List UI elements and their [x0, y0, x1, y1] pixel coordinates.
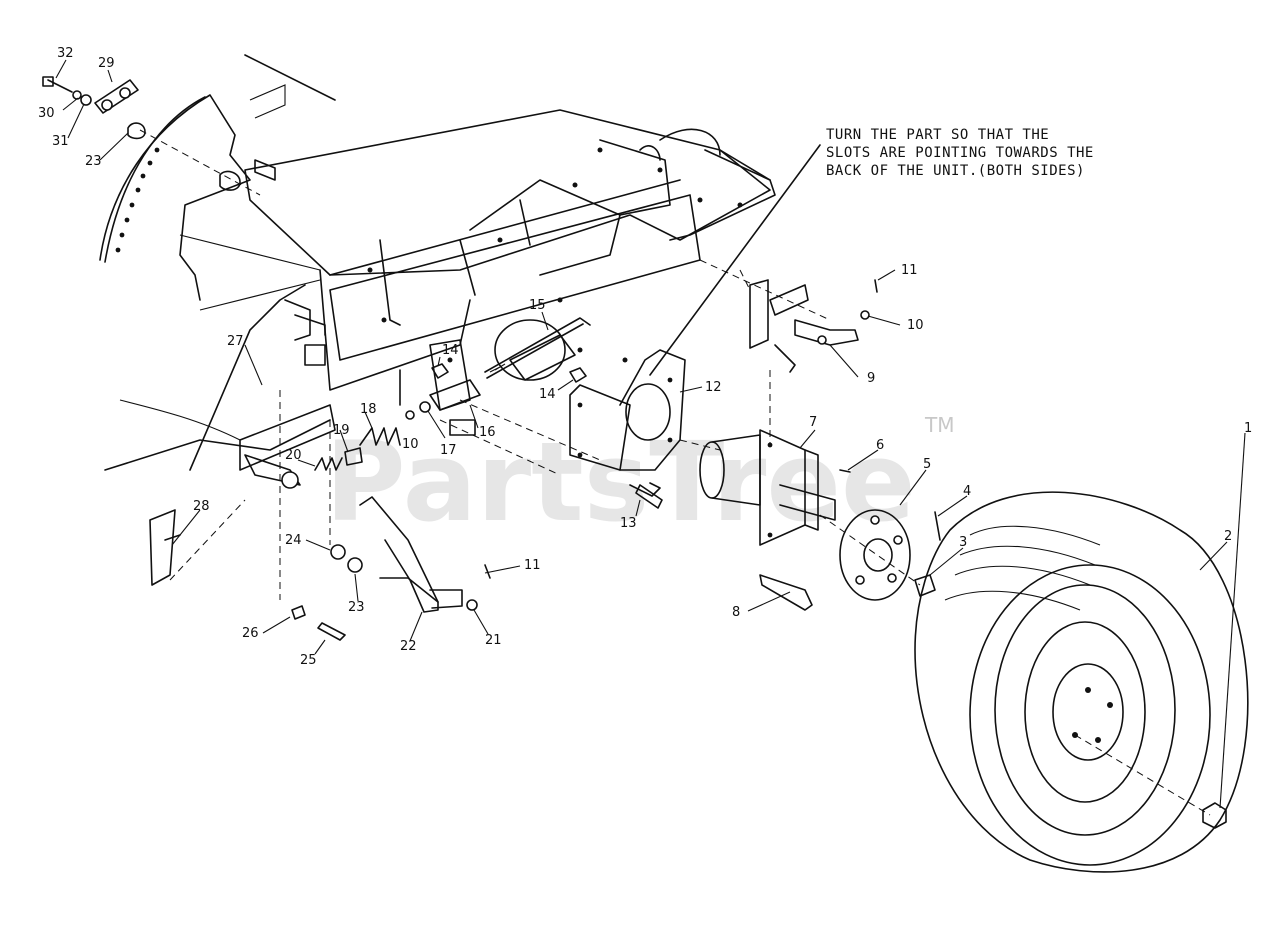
callout-24: 24	[285, 533, 302, 548]
hub-5	[839, 509, 911, 601]
block-16	[429, 379, 481, 411]
bushing-23-top	[127, 122, 146, 140]
callout-23-top: 23	[85, 154, 102, 169]
callout-20: 20	[285, 448, 302, 463]
nut-30	[72, 90, 82, 100]
bolt-13	[629, 482, 661, 497]
callout-labels: 1 2 3 4 5 6 7 8 9 10 10 11 11 12 13 14 1…	[38, 46, 1252, 668]
callout-11-lower: 11	[524, 558, 541, 573]
callout-10-right: 10	[907, 318, 924, 333]
main-frame	[104, 109, 776, 471]
watermark-text: PartsTree	[325, 418, 916, 546]
cotter-pin-11-upper	[874, 279, 878, 293]
callout-28: 28	[193, 499, 210, 514]
callout-19: 19	[333, 423, 350, 438]
callout-7: 7	[809, 415, 817, 430]
callout-leaders	[55, 59, 1246, 809]
callout-11-upper: 11	[901, 263, 918, 278]
callout-8: 8	[732, 605, 740, 620]
bolt-13-head	[635, 484, 663, 509]
callout-17: 17	[440, 443, 457, 458]
cotter-pin-11-lower	[484, 564, 491, 579]
bushing-24	[330, 544, 346, 560]
callout-5: 5	[923, 457, 931, 472]
callout-23-lower: 23	[348, 600, 365, 615]
installation-note: TURN THE PART SO THAT THE SLOTS ARE POIN…	[826, 127, 1094, 179]
callout-15: 15	[529, 298, 546, 313]
callout-27: 27	[227, 334, 244, 349]
pedal-28	[149, 509, 181, 586]
note-line-3: BACK OF THE UNIT.(BOTH SIDES)	[826, 163, 1085, 179]
note-leader	[649, 144, 821, 376]
callout-26: 26	[242, 626, 259, 641]
bolt-8	[759, 574, 813, 611]
washer-10-right	[860, 310, 870, 320]
callout-2: 2	[1224, 529, 1232, 544]
bushing-upper	[219, 170, 241, 191]
bolt-25	[317, 622, 346, 641]
nut-26	[291, 605, 306, 620]
callout-6: 6	[876, 438, 884, 453]
callout-30: 30	[38, 106, 55, 121]
mount-plate-12	[569, 349, 686, 471]
spring-20	[314, 457, 343, 471]
callout-9: 9	[867, 371, 875, 386]
rod-15	[484, 317, 591, 379]
pin-upper	[254, 159, 276, 181]
washer-21	[466, 599, 478, 611]
tire-2	[914, 491, 1249, 873]
nut-3	[914, 574, 936, 597]
callout-14-left: 14	[442, 343, 459, 358]
pivot-shaft-20	[244, 454, 301, 489]
callout-25: 25	[300, 653, 317, 668]
callout-31: 31	[52, 134, 69, 149]
nut-17	[419, 401, 431, 413]
callout-10-left: 10	[402, 437, 419, 452]
pin-4	[934, 511, 941, 541]
bolt-32	[42, 76, 73, 93]
callout-16: 16	[479, 425, 496, 440]
callout-21: 21	[485, 633, 502, 648]
callout-18: 18	[360, 402, 377, 417]
key-6	[839, 469, 851, 473]
washer-10-left	[405, 410, 415, 420]
rear-fender-plate	[99, 54, 336, 301]
washer-31	[80, 94, 92, 106]
nut-14-right	[569, 367, 587, 383]
callout-3: 3	[959, 535, 967, 550]
callout-4: 4	[963, 484, 971, 499]
lug-nut-1	[1202, 802, 1227, 829]
note-line-1: TURN THE PART SO THAT THE	[826, 127, 1049, 143]
alignment-lines	[139, 129, 1211, 816]
callout-29: 29	[98, 56, 115, 71]
watermark-tm: TM	[924, 413, 954, 437]
pedal-arm-22	[359, 496, 463, 613]
callout-1: 1	[1244, 421, 1252, 436]
callout-32: 32	[57, 46, 74, 61]
note-line-2: SLOTS ARE POINTING TOWARDS THE	[826, 145, 1094, 161]
bushing-23	[347, 557, 363, 573]
callout-14-right: 14	[539, 387, 556, 402]
callout-12: 12	[705, 380, 722, 395]
callout-13: 13	[620, 516, 637, 531]
brake-bracket-9	[749, 279, 859, 373]
callout-22: 22	[400, 639, 417, 654]
bracket-29	[94, 79, 139, 114]
pin-19	[344, 447, 363, 466]
